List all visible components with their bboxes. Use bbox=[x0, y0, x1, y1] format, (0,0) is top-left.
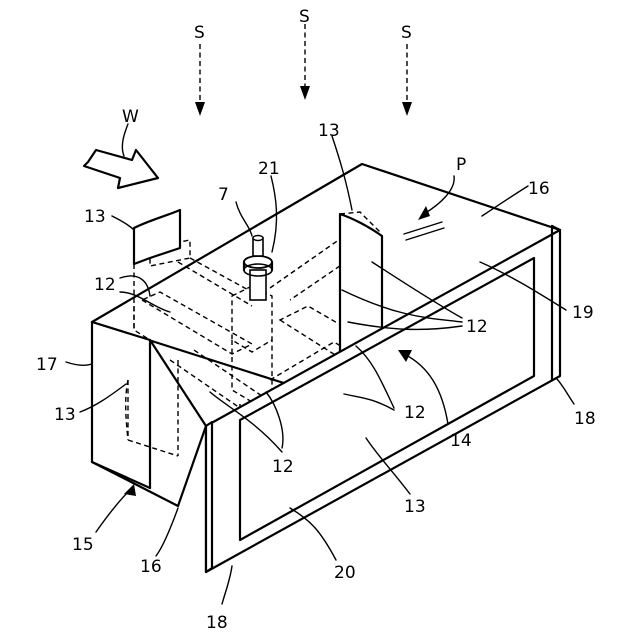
label-13-side: 13 bbox=[54, 405, 76, 425]
label-s-right: S bbox=[401, 23, 412, 43]
s-arrow-left-head bbox=[195, 102, 205, 116]
label-14: 14 bbox=[450, 431, 472, 451]
rod-tip-top bbox=[253, 236, 263, 241]
rod-body bbox=[250, 270, 266, 300]
wind-arrow bbox=[84, 150, 158, 188]
label-12-upper-left: 12 bbox=[94, 275, 116, 295]
fin-top-left bbox=[134, 210, 180, 264]
front-plate-edge bbox=[206, 422, 212, 572]
label-s-left: S bbox=[194, 23, 205, 43]
label-17: 17 bbox=[36, 355, 58, 375]
label-13-left: 13 bbox=[84, 207, 106, 227]
label-13-bottom: 13 bbox=[404, 497, 426, 517]
label-16-bottom: 16 bbox=[140, 557, 162, 577]
label-16-top: 16 bbox=[528, 179, 550, 199]
leader-15 bbox=[96, 490, 130, 532]
leader-w bbox=[122, 124, 128, 156]
s-arrows bbox=[195, 24, 412, 116]
label-20: 20 bbox=[334, 563, 356, 583]
label-12-right-upper: 12 bbox=[466, 317, 488, 337]
leader-13-left bbox=[112, 216, 134, 230]
leader-18-bottom bbox=[222, 566, 232, 604]
label-18-right: 18 bbox=[574, 409, 596, 429]
leader-18-right bbox=[556, 378, 574, 404]
label-13-top: 13 bbox=[318, 121, 340, 141]
leader-17 bbox=[66, 362, 92, 365]
s-arrow-right-head bbox=[402, 102, 412, 116]
label-21: 21 bbox=[258, 159, 280, 179]
label-12-right-lower: 12 bbox=[404, 403, 426, 423]
label-w: W bbox=[122, 107, 139, 127]
label-s-center: S bbox=[299, 7, 310, 27]
label-7: 7 bbox=[218, 185, 229, 205]
label-18-bottom: 18 bbox=[206, 613, 228, 633]
arrow-15-head bbox=[124, 484, 136, 496]
leader-16-bottom bbox=[156, 508, 178, 556]
label-19: 19 bbox=[572, 303, 594, 323]
label-15: 15 bbox=[72, 535, 94, 555]
label-p: P bbox=[456, 155, 466, 175]
leader-7 bbox=[236, 202, 252, 236]
label-12-bottom: 12 bbox=[272, 457, 294, 477]
s-arrow-center-head bbox=[300, 86, 310, 100]
